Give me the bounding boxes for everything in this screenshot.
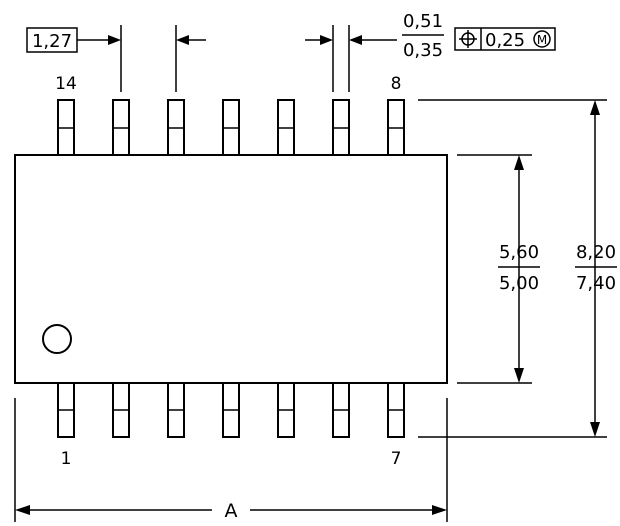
lead-width-max: 0,51 [403, 11, 443, 32]
package-body [14, 154, 448, 384]
svg-text:M: M [537, 33, 547, 47]
top-leads [57, 99, 405, 156]
lead-top [112, 99, 130, 156]
lead-top [332, 99, 350, 156]
pin-label-14: 14 [55, 74, 77, 94]
overall-width-dimension: 8,20 7,40 [418, 99, 617, 438]
lead-bottom [167, 382, 185, 438]
lead-bottom [112, 382, 130, 438]
lead-width-dimension: 0,51 0,35 [305, 11, 444, 92]
length-dimension: A [14, 398, 448, 522]
pin1-dot-icon [42, 324, 72, 354]
pin-label-8: 8 [391, 74, 402, 94]
lead-bottom [57, 382, 75, 438]
body-width-min: 5,00 [499, 273, 539, 294]
overall-width-min: 7,40 [576, 273, 616, 294]
pitch-dimension: 1,27 [26, 25, 206, 92]
lead-bottom [222, 382, 240, 438]
lead-top [57, 99, 75, 156]
lead-bottom [387, 382, 405, 438]
lead-top [387, 99, 405, 156]
lead-top [167, 99, 185, 156]
length-label: A [225, 500, 238, 522]
overall-width-max: 8,20 [576, 242, 616, 263]
pitch-value: 1,27 [32, 31, 72, 52]
position-tolerance-value: 0,25 [485, 30, 525, 51]
lead-width-min: 0,35 [403, 40, 443, 61]
lead-bottom [277, 382, 295, 438]
position-tolerance-icon [459, 30, 477, 48]
pin-label-7: 7 [391, 449, 402, 469]
lead-top [277, 99, 295, 156]
lead-bottom [332, 382, 350, 438]
body-width-max: 5,60 [499, 242, 539, 263]
body-width-dimension: 5,60 5,00 [457, 154, 540, 384]
maximum-material-condition-icon: M [533, 30, 551, 48]
feature-control-frame: 0,25 M [454, 27, 556, 51]
pin-label-1: 1 [61, 449, 72, 469]
lead-top [222, 99, 240, 156]
bottom-leads [57, 382, 405, 438]
